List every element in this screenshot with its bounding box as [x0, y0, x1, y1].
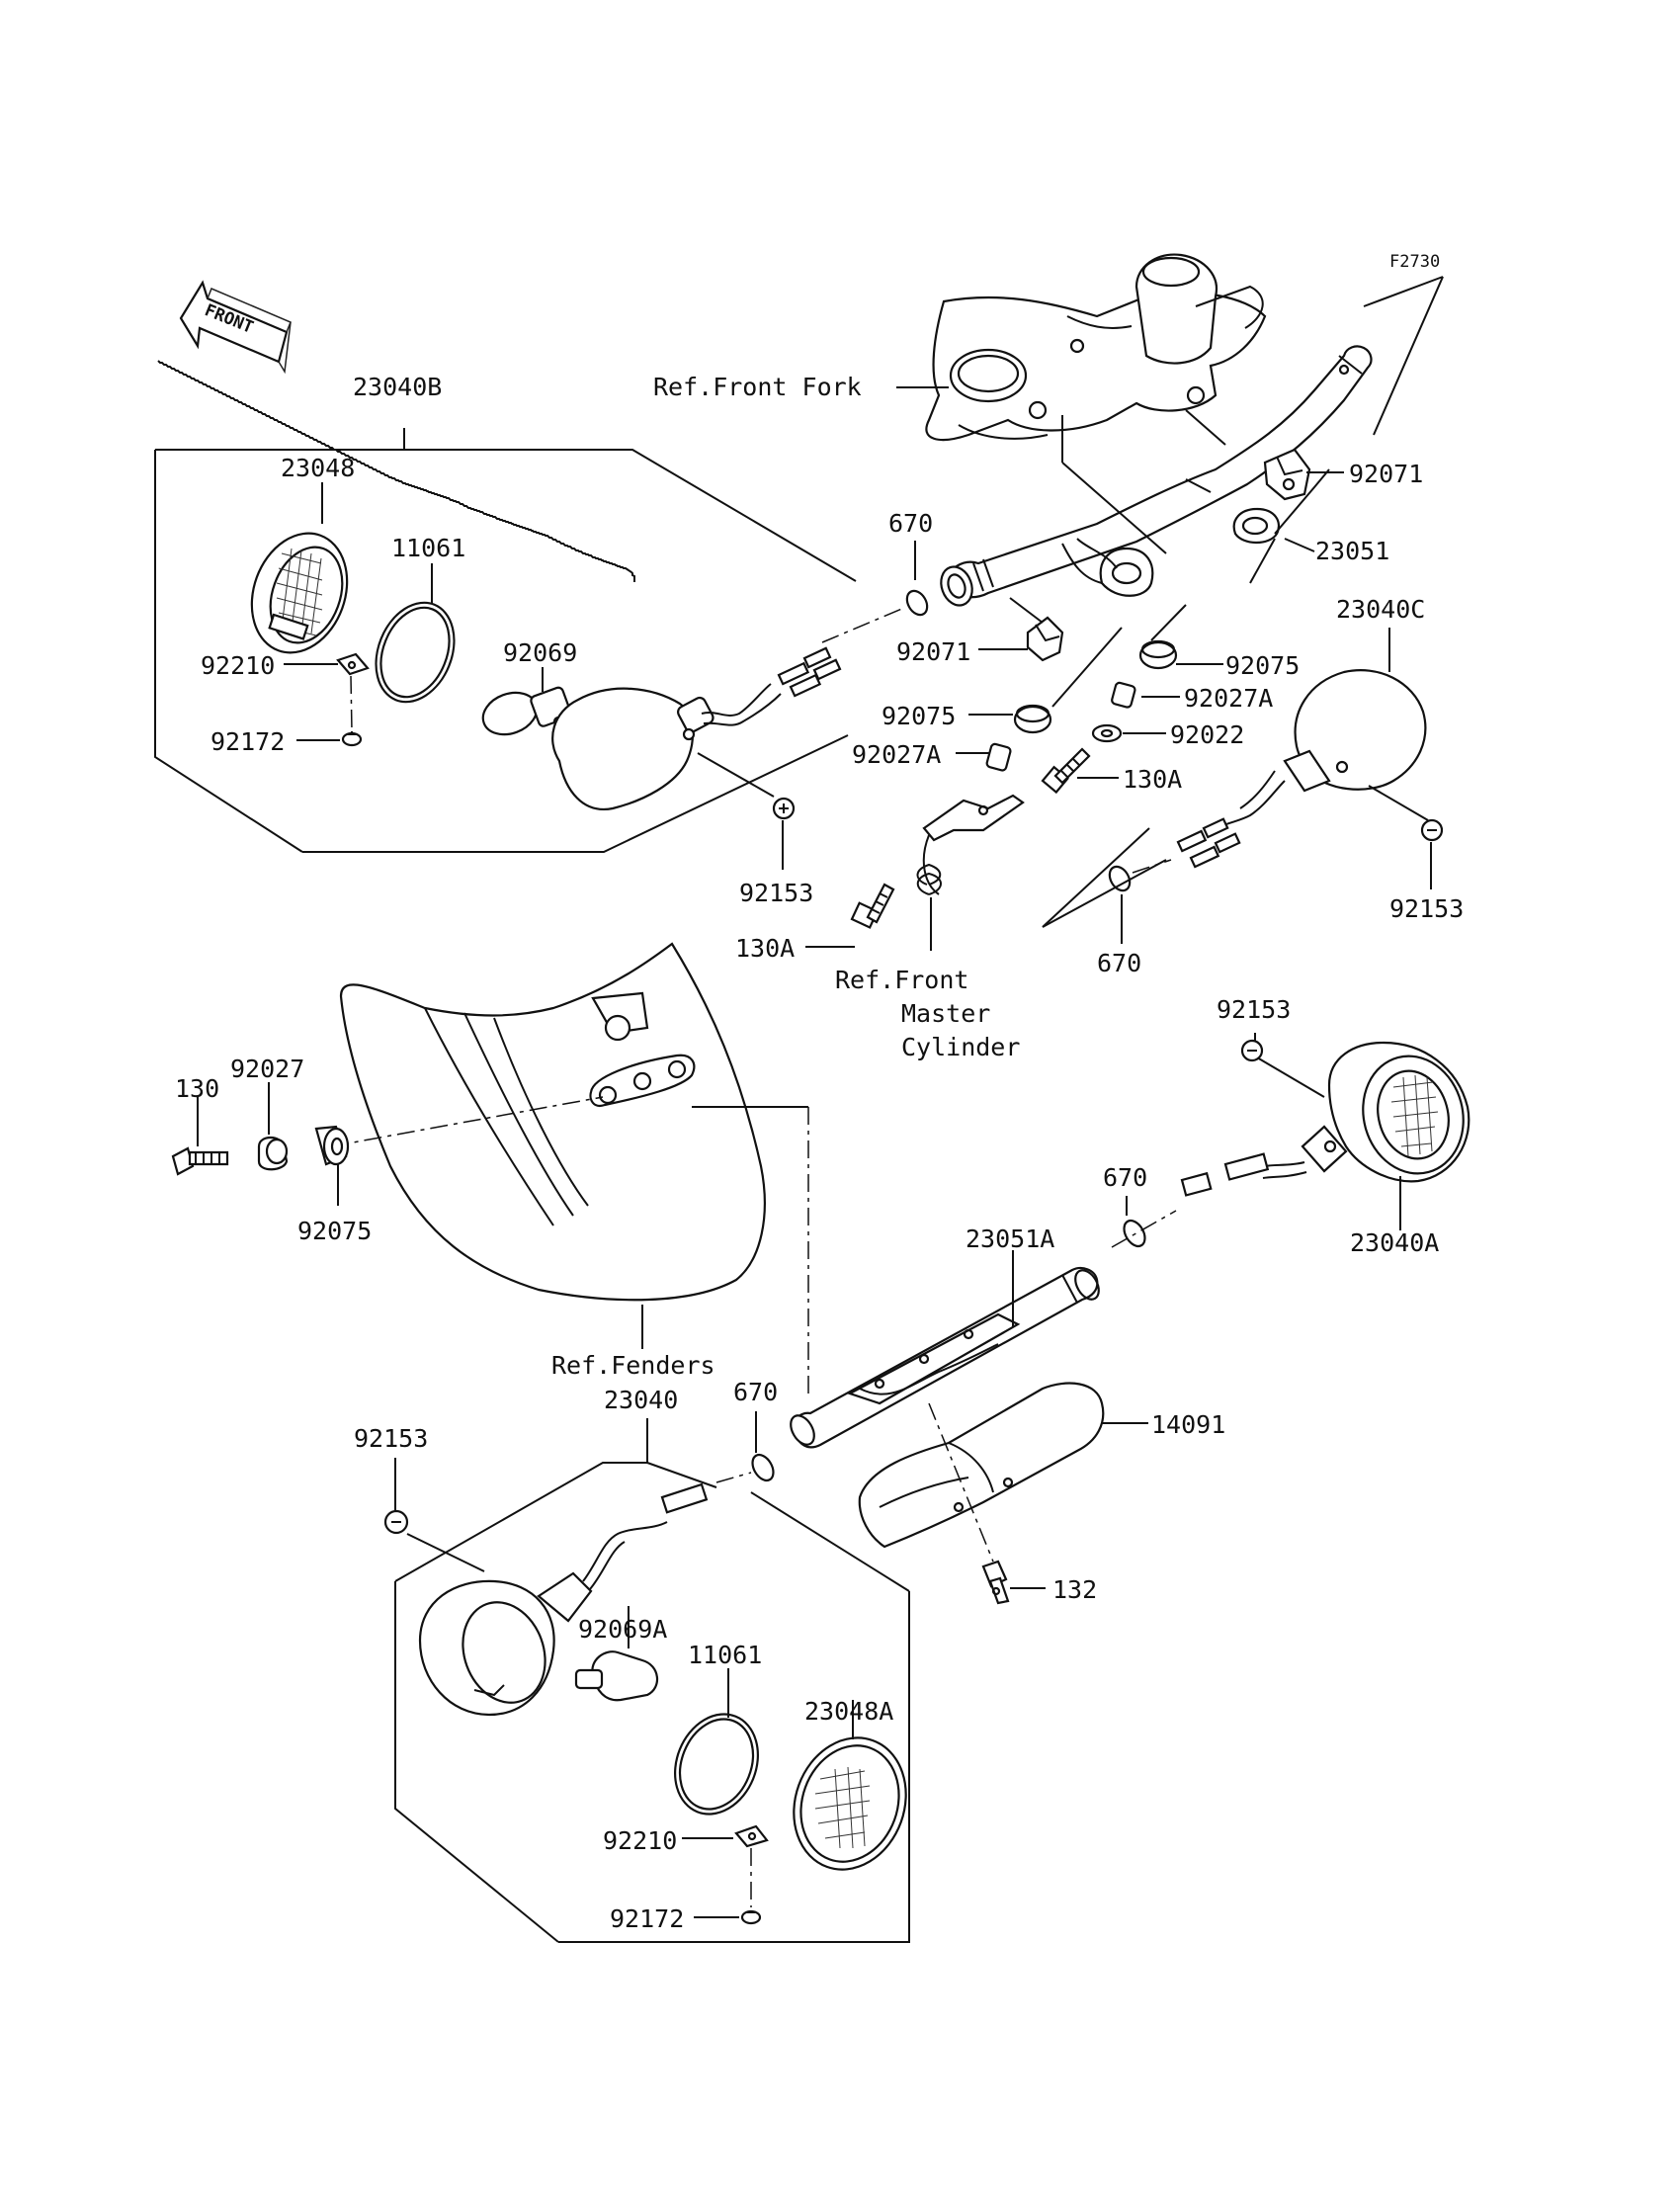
ref-fenders: Ref.Fenders	[551, 1351, 715, 1380]
oring-670-mid	[1123, 1219, 1146, 1248]
part-label-23048A: 23048A	[804, 1697, 893, 1726]
mirror-bracket	[916, 794, 1025, 895]
ref-front-fork: Ref.Front Fork	[653, 373, 862, 401]
front-direction-arrow: FRONT	[179, 280, 292, 375]
part-label-92075-left: 92075	[297, 1217, 372, 1245]
screw-92153-top-mid	[772, 797, 796, 820]
bolt-130A-right	[1041, 747, 1091, 795]
part-number-labels: 23040B 23048 11061 92069 92210 92172 670…	[175, 373, 1464, 1933]
bulb-92069A	[574, 1650, 658, 1702]
part-label-92172-bottom: 92172	[610, 1904, 684, 1933]
cover-14091	[858, 1382, 1105, 1549]
front-fork-upper-bracket	[925, 253, 1267, 442]
part-label-92027: 92027	[230, 1055, 304, 1083]
washer-92022	[1091, 723, 1123, 743]
part-label-23040: 23040	[604, 1386, 678, 1414]
part-label-92027A-mid: 92027A	[852, 740, 941, 769]
part-label-23051: 23051	[1315, 537, 1389, 565]
clamp-92071-right	[1263, 448, 1311, 501]
collar-92027	[257, 1136, 289, 1171]
oring-670-top-right	[1108, 865, 1132, 892]
part-label-92071-left: 92071	[896, 637, 970, 666]
bolt-130	[171, 1146, 229, 1176]
bolt-130A-left	[850, 883, 895, 929]
part-label-23040A: 23040A	[1350, 1228, 1439, 1257]
grommet-92075-left	[314, 1125, 350, 1166]
turn-signal-housing-23040	[418, 1482, 709, 1717]
ref-master-cylinder-line3: Cylinder	[901, 1033, 1020, 1061]
collar-92027A-mid	[985, 742, 1012, 772]
handlebar-23051A	[790, 1266, 1100, 1449]
part-label-92071-right: 92071	[1349, 460, 1423, 488]
grommet-92075-mid	[1013, 704, 1052, 734]
part-label-670-mid: 670	[1103, 1163, 1147, 1192]
part-label-92153-top-mid: 92153	[739, 879, 813, 907]
part-label-670-top-right: 670	[1097, 949, 1141, 977]
part-label-92153-bottom: 92153	[354, 1424, 428, 1453]
bolt-132	[981, 1560, 1010, 1605]
part-label-92153-mid-right: 92153	[1217, 995, 1291, 1024]
turn-signal-housing-23040B	[551, 646, 842, 811]
screw-92172-bottom	[740, 1909, 762, 1925]
part-label-11061-bottom: 11061	[688, 1641, 762, 1669]
part-label-92153-top-right: 92153	[1389, 894, 1464, 923]
part-label-11061-top: 11061	[391, 534, 465, 562]
part-label-92027A-right: 92027A	[1184, 684, 1273, 713]
part-label-92172-top: 92172	[210, 727, 285, 756]
part-label-23051A: 23051A	[966, 1225, 1054, 1253]
reference-labels: Ref.Front Fork Ref.Front Master Cylinder…	[551, 373, 1020, 1380]
part-label-92075-mid: 92075	[882, 702, 956, 730]
grommet-92075-right	[1138, 639, 1178, 670]
screw-92153-bottom	[383, 1509, 409, 1535]
part-label-92069: 92069	[503, 638, 577, 667]
screw-92172-top	[341, 731, 363, 747]
part-label-92210-top: 92210	[201, 651, 275, 680]
ref-master-cylinder-line2: Master	[901, 999, 990, 1028]
clip-92210-bottom	[734, 1824, 769, 1848]
collar-92027A-right	[1111, 681, 1136, 709]
assembly-23040B-frame	[154, 360, 857, 853]
part-label-92075-right: 92075	[1225, 651, 1300, 680]
part-label-23040C: 23040C	[1336, 595, 1425, 624]
part-label-92210-bottom: 92210	[603, 1826, 677, 1855]
turn-signal-housing-23040A	[1180, 1041, 1470, 1197]
screw-92153-mid-right	[1240, 1039, 1264, 1062]
part-label-670-bottom: 670	[733, 1378, 778, 1406]
screw-92153-top-right	[1420, 818, 1444, 842]
part-label-23048: 23048	[281, 454, 355, 482]
part-label-130: 130	[175, 1074, 219, 1103]
lens-23048A	[793, 1736, 907, 1871]
part-label-14091: 14091	[1151, 1410, 1225, 1439]
ref-master-cylinder-line1: Ref.Front	[835, 966, 968, 994]
part-label-92022: 92022	[1170, 720, 1244, 749]
part-label-23040B: 23040B	[353, 373, 442, 401]
clamp-92071-left	[1026, 616, 1064, 662]
oring-670-bottom	[751, 1453, 775, 1482]
turn-signal-housing-23040C	[1176, 669, 1427, 869]
front-fender	[339, 942, 766, 1302]
part-label-130A-left: 130A	[735, 934, 795, 963]
part-label-670-top-left: 670	[888, 509, 933, 538]
oring-670-top-left	[905, 589, 929, 617]
lens-23048	[250, 532, 349, 654]
gasket-11061-bottom	[674, 1713, 759, 1816]
clip-92210-top	[336, 652, 370, 676]
gasket-11061-top	[375, 601, 456, 704]
part-label-132: 132	[1052, 1575, 1097, 1604]
part-label-130A-right: 130A	[1123, 765, 1182, 794]
part-label-92069A: 92069A	[578, 1615, 667, 1644]
handlebar-23051	[940, 345, 1373, 607]
assembly-23040-frame	[394, 1418, 910, 1943]
diagram-code: F2730	[1389, 252, 1440, 272]
